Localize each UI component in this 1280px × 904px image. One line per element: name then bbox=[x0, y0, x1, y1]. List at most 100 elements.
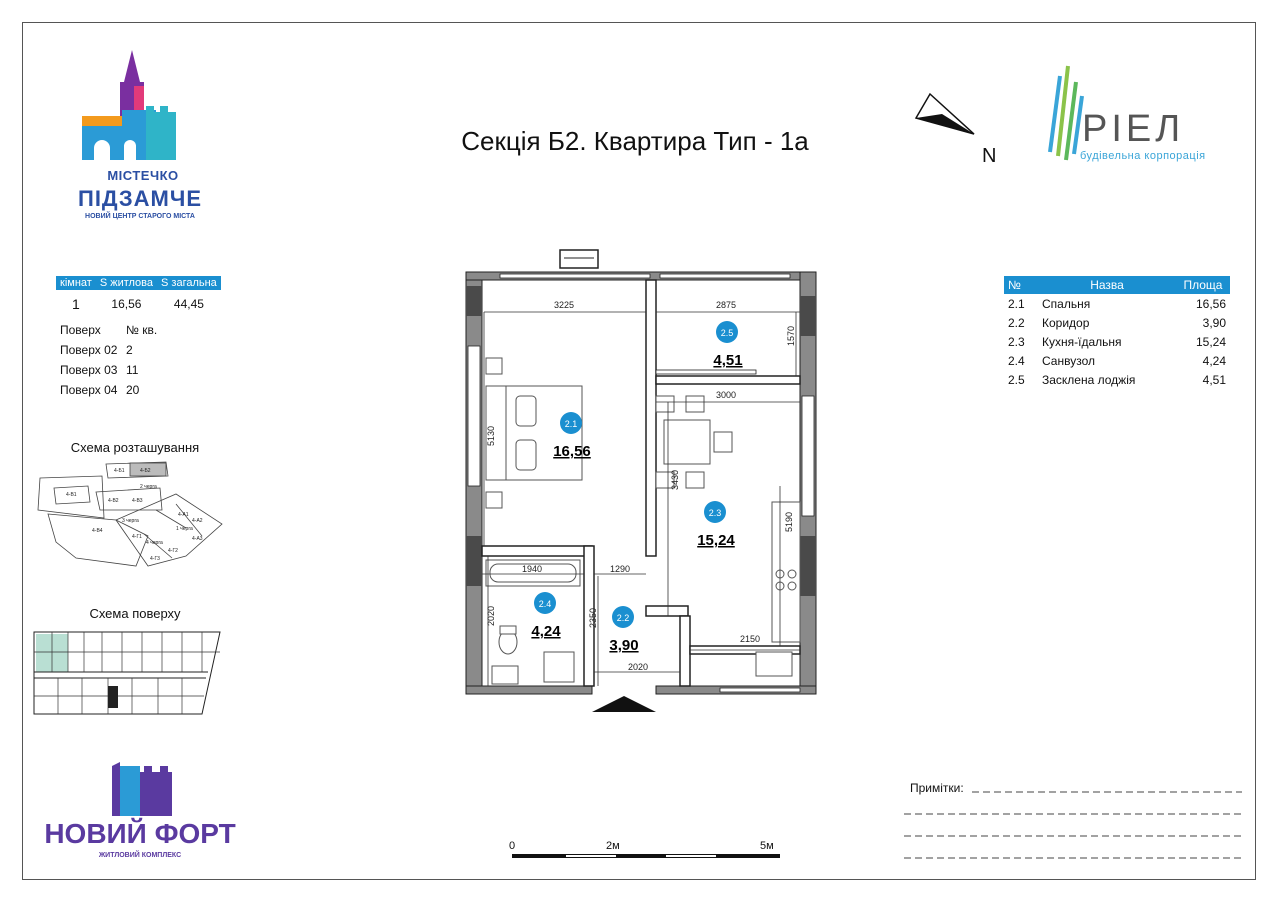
location-scheme: 4-Б1 4-Б2 4-В1 4-В2 4-В3 2 черга 3 черга… bbox=[37, 461, 223, 567]
room-no: 2.1 bbox=[1008, 297, 1025, 311]
scale-label-2m: 2м bbox=[606, 840, 620, 852]
dim-label: 5190 bbox=[784, 512, 794, 532]
summary-rooms: 1 bbox=[72, 296, 80, 312]
dim-label: 1290 bbox=[610, 564, 630, 574]
rooms-header: № bbox=[1004, 276, 1038, 294]
logo-line2: ПІДЗАМЧЕ bbox=[78, 186, 202, 211]
dim-label: 3430 bbox=[670, 470, 680, 490]
loc-label: 1 черга bbox=[176, 526, 193, 532]
loc-label: 4-Г3 bbox=[150, 556, 160, 562]
loc-label: 4-В3 bbox=[132, 498, 143, 504]
room-area: 4,51 bbox=[713, 352, 742, 369]
rooms-header: Назва bbox=[1038, 276, 1176, 294]
castle-logo-icon bbox=[82, 50, 176, 160]
north-label: N bbox=[982, 145, 997, 167]
room-id: 2.5 bbox=[721, 328, 734, 338]
loc-label: 4-А2 bbox=[192, 518, 203, 524]
room-size: 16,56 bbox=[1195, 297, 1226, 311]
summary-header: кімнат bbox=[56, 276, 96, 290]
table-row: 2.5 Засклена лоджія 4,51 bbox=[1004, 370, 1230, 389]
fort-subtitle: ЖИТЛОВИЙ КОМПЛЕКС bbox=[98, 852, 182, 859]
loc-label: 4-Б1 bbox=[114, 468, 125, 474]
room-id: 2.2 bbox=[617, 613, 630, 623]
summary-header: S загальна bbox=[157, 276, 221, 290]
riel-subtitle: будівельна корпорація bbox=[1080, 150, 1206, 162]
fort-name: НОВИЙ ФОРТ bbox=[44, 818, 236, 849]
logo-line1: МІСТЕЧКО bbox=[107, 168, 179, 183]
room-name: Спальня bbox=[1042, 297, 1091, 311]
room-size: 3,90 bbox=[1202, 316, 1226, 330]
room-name: Засклена лоджія bbox=[1042, 373, 1136, 387]
floor-scheme-label: Схема поверху bbox=[89, 606, 181, 621]
dim-label: 1570 bbox=[786, 326, 796, 346]
scale-label-5m: 5м bbox=[760, 840, 774, 852]
loc-label: 4-В1 bbox=[66, 492, 77, 498]
notes-lines bbox=[904, 791, 1242, 859]
dim-label: 1940 bbox=[522, 564, 542, 574]
dim-label: 5130 bbox=[486, 426, 496, 446]
room-id: 2.1 bbox=[565, 419, 578, 429]
loc-label: 4-Г2 bbox=[168, 548, 178, 554]
summary-header: S житлова bbox=[95, 276, 158, 290]
room-no: 2.3 bbox=[1008, 335, 1025, 349]
riel-name: РІЕЛ bbox=[1082, 108, 1185, 150]
loc-label: 4 черга bbox=[146, 540, 163, 546]
loc-label: 2 черга bbox=[140, 484, 157, 490]
loc-label: 4-А1 bbox=[178, 512, 189, 518]
rooms-table: № Назва Площа 2.1 Спальня 16,56 2.2 Кори… bbox=[1004, 276, 1230, 389]
room-no: 2.2 bbox=[1008, 316, 1025, 330]
room-name: Коридор bbox=[1042, 316, 1090, 330]
dim-label: 3225 bbox=[554, 300, 574, 310]
notes-label: Примітки: bbox=[910, 781, 964, 795]
room-name: Кухня-їдальня bbox=[1042, 335, 1122, 349]
page-title: Секція Б2. Квартира Тип - 1а bbox=[461, 126, 809, 156]
floor-scheme bbox=[33, 631, 221, 715]
location-scheme-label: Схема розташування bbox=[70, 440, 200, 455]
rooms-header: Площа bbox=[1176, 276, 1230, 294]
room-name: Санвузол bbox=[1042, 354, 1095, 368]
apartment-floor-plan: 3225 2875 1570 3000 5130 3430 5190 1940 … bbox=[465, 249, 817, 712]
dim-label: 2020 bbox=[628, 662, 648, 672]
room-size: 4,24 bbox=[1202, 354, 1226, 368]
north-arrow-icon bbox=[914, 92, 975, 135]
dim-label: 2020 bbox=[486, 606, 496, 626]
loc-label: 4-В4 bbox=[92, 528, 103, 534]
dim-label: 3000 bbox=[716, 390, 736, 400]
loc-label: 4-Б2 bbox=[140, 468, 151, 474]
room-size: 15,24 bbox=[1195, 335, 1226, 349]
room-area: 4,24 bbox=[531, 623, 561, 640]
summary-living-area: 16,56 bbox=[111, 297, 142, 311]
loc-label: 3 черга bbox=[122, 518, 139, 524]
room-id: 2.3 bbox=[709, 508, 722, 518]
room-no: 2.5 bbox=[1008, 373, 1025, 387]
dim-label: 2150 bbox=[740, 634, 760, 644]
table-row: 2.4 Санвузол 4,24 bbox=[1004, 351, 1230, 370]
logo-line3: НОВИЙ ЦЕНТР СТАРОГО МІСТА bbox=[85, 213, 195, 220]
room-size: 4,51 bbox=[1202, 373, 1226, 387]
room-area: 16,56 bbox=[553, 443, 591, 460]
loc-label: 4-А3 bbox=[192, 536, 203, 542]
loc-label: 4-Г1 bbox=[132, 534, 142, 540]
table-row: 2.1 Спальня 16,56 bbox=[1004, 294, 1230, 313]
loc-label: 4-В2 bbox=[108, 498, 119, 504]
fort-logo-icon bbox=[112, 762, 172, 816]
table-row: 2.2 Коридор 3,90 bbox=[1004, 313, 1230, 332]
room-no: 2.4 bbox=[1008, 354, 1025, 368]
riel-logo-icon bbox=[1048, 65, 1084, 161]
scale-bar bbox=[512, 854, 780, 858]
summary-total-area: 44,45 bbox=[173, 297, 204, 311]
room-id: 2.4 bbox=[539, 599, 552, 609]
summary-table: кімнат S житлова S загальна 1 16,56 44,4… bbox=[56, 276, 221, 312]
page-frame bbox=[22, 22, 1256, 880]
dim-label: 2350 bbox=[588, 608, 598, 628]
room-area: 3,90 bbox=[609, 637, 638, 654]
scale-label-0: 0 bbox=[509, 840, 516, 852]
room-area: 15,24 bbox=[697, 532, 735, 549]
dim-label: 2875 bbox=[716, 300, 736, 310]
table-row: 2.3 Кухня-їдальня 15,24 bbox=[1004, 332, 1230, 351]
